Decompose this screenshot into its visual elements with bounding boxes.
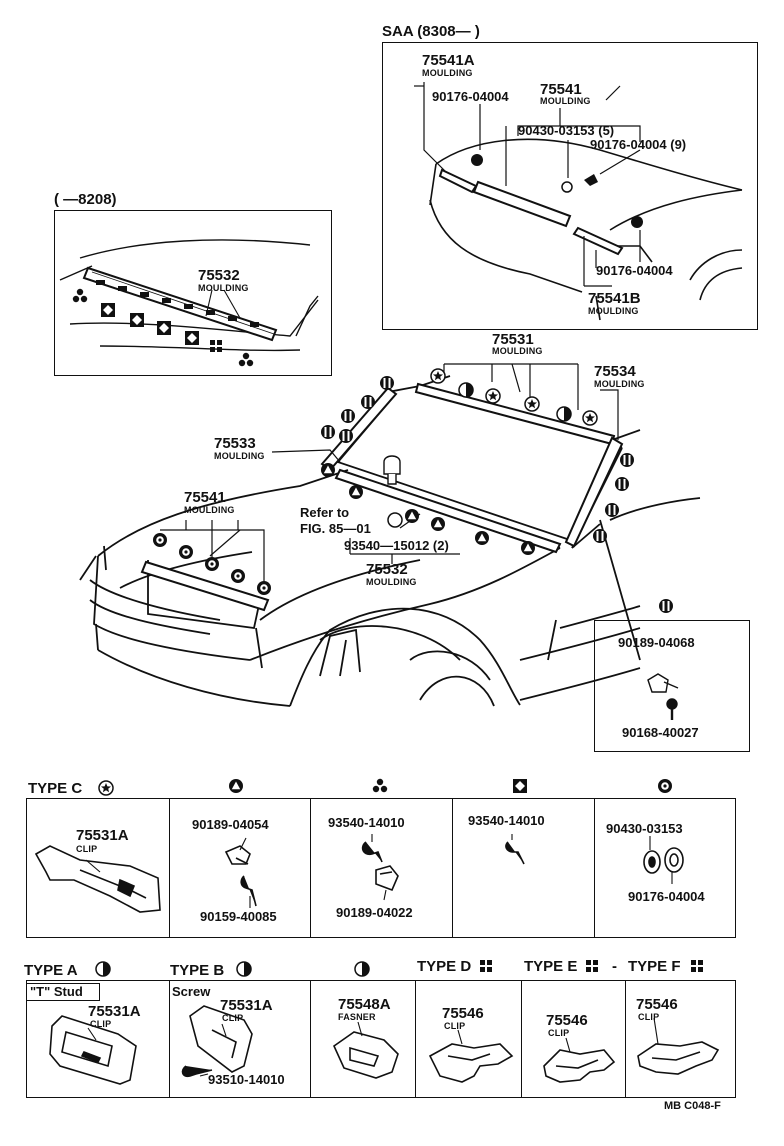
type-f-cell [625,980,736,1098]
part-75533-label: 75533 [214,435,256,452]
detail-box-parts [647,673,679,720]
saa-inset-fasteners [471,154,643,228]
part-75541-label: 75541 [184,489,226,506]
saa-header: SAA (8308— ) [382,23,480,40]
part-75541a-label: 75541A [422,52,475,69]
part-90168-label: 90168-40027 [622,725,699,740]
moulding-label: MOULDING [184,505,235,515]
moulding-label: MOULDING [198,283,249,293]
saa-inset-box [382,42,758,330]
windshield-mouldings [140,382,624,612]
row1-leaders [85,834,673,908]
cowl-clips [383,455,401,485]
part-75546-label: 75546 [442,1005,484,1022]
saa-inset-drawing [429,138,743,321]
part-75531a-label: 75531A [88,1003,141,1020]
part-90189-04054-label: 90189-04054 [192,817,269,832]
part-75532-label: 75532 [366,561,408,578]
dotted-circle-cell [594,798,736,938]
type-e-label: TYPE E [524,958,578,975]
moulding-label: MOULDING [214,451,265,461]
type-d-label: TYPE D [417,958,472,975]
type-c-label: TYPE C [28,780,83,797]
part-90159-label: 90159-40085 [200,909,277,924]
part-90176-04004-label: 90176-04004 [628,889,705,904]
row1-part-drawings [34,841,684,913]
part-75548a-label: 75548A [338,996,391,1013]
part-75541b-label: 75541B [588,290,641,307]
part-93510-label: 93510-14010 [208,1072,285,1087]
diagram-code: MB C048-F [664,1100,721,1112]
part-93540-label: 93540—15012 (2) [344,538,449,553]
part-90189-label: 90189-04068 [618,635,695,650]
screw-label: Screw [172,984,211,999]
part-90430-03153-label: 90430-03153 [606,821,683,836]
part-90189-04022-label: 90189-04022 [336,905,413,920]
clip-label: CLIP [76,844,98,854]
type-e-cell [521,980,626,1098]
saa-inset-leaders [414,82,641,287]
early-header: ( —8208) [54,191,117,208]
early-inset-box [54,210,332,376]
moulding-label: MOULDING [594,379,645,389]
refer-to-label: Refer to [300,505,350,520]
type-c-cell [26,798,170,938]
clip-label: CLIP [90,1019,112,1029]
part-75541-label: 75541 [540,81,582,98]
fastener-detail-box [594,620,750,752]
t-stud-label-box [26,983,100,1001]
part-90176-9-label: 90176-04004 (9) [590,137,687,152]
type-d-cell [415,980,522,1098]
figure-reference: FIG. 85—01 [300,521,371,536]
moulding-label: MOULDING [540,96,591,106]
clip-label: CLIP [444,1021,466,1031]
part-75531-label: 75531 [492,331,534,348]
moulding-label: MOULDING [492,346,543,356]
moulding-label: MOULDING [422,68,473,78]
row2-part-drawings [49,1005,720,1085]
part-90176-label: 90176-04004 [596,263,673,278]
main-leaders [160,363,619,586]
part-75532-label: 75532 [198,267,240,284]
part-90176-label: 90176-04004 [432,89,509,104]
row2-leaders [87,1017,659,1077]
dash-separator: - [612,958,617,975]
part-75546-label: 75546 [636,996,678,1013]
part-93540-14010-label: 93540-14010 [468,813,545,828]
type-f-label: TYPE F [628,958,681,975]
part-93540-14010-label: 93540-14010 [328,815,405,830]
t-stud-label: "T" Stud [30,984,83,999]
clip-label: CLIP [638,1012,660,1022]
part-75531a-label: 75531A [76,827,129,844]
clip-label: CLIP [548,1028,570,1038]
part-90430-label: 90430-03153 (5) [518,123,615,138]
moulding-label: MOULDING [588,306,639,316]
early-inset-clips [96,280,259,327]
type-a-label: TYPE A [24,962,78,979]
clip-label: CLIP [222,1013,244,1023]
part-75534-label: 75534 [594,363,636,380]
fasner-label: FASNER [338,1012,376,1022]
type-b-label: TYPE B [170,962,225,979]
part-75531a-label: 75531A [220,997,273,1014]
early-inset-drawing [59,239,319,352]
part-75546-label: 75546 [546,1012,588,1029]
moulding-label: MOULDING [366,577,417,587]
